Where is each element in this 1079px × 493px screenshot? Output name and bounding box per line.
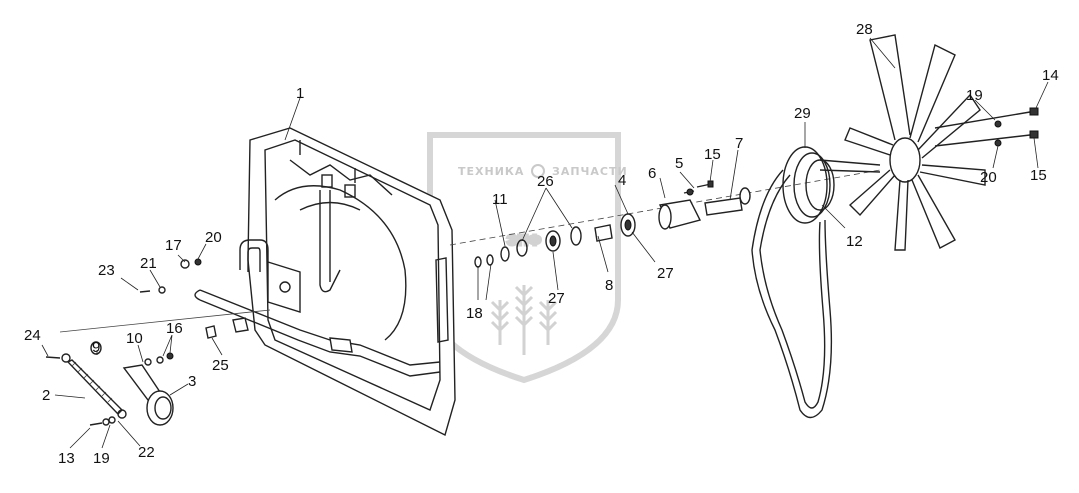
wheat-icon (490, 285, 558, 355)
callout-labels: 1 2 3 4 5 6 7 8 9 10 11 12 13 14 15 15 1… (24, 21, 1059, 467)
callout-21: 21 (140, 255, 157, 272)
callout-20-frame: 20 (205, 229, 222, 246)
callout-22: 22 (138, 444, 155, 461)
callout-25: 25 (212, 357, 229, 374)
callout-9: 9 (92, 339, 100, 356)
gear-icon (531, 164, 545, 178)
callout-11: 11 (492, 191, 508, 208)
callout-28: 28 (856, 21, 873, 38)
callout-13: 13 (58, 450, 75, 467)
callout-1: 1 (296, 85, 304, 102)
callout-27-right: 27 (657, 265, 674, 282)
callout-29: 29 (794, 105, 811, 122)
watermark-text-left: ТЕХНИКА (458, 165, 524, 178)
watermark-text-right: ЗАПЧАСТИ (552, 165, 628, 178)
callout-15-shaft: 15 (704, 146, 721, 163)
belt-pulley (751, 146, 835, 419)
callout-18: 18 (466, 305, 483, 322)
callout-15-fan: 15 (1030, 167, 1047, 184)
callout-24: 24 (24, 327, 41, 344)
callout-17: 17 (165, 237, 182, 254)
callout-5: 5 (675, 155, 683, 172)
callout-3: 3 (188, 373, 196, 390)
tube-frame (194, 190, 441, 377)
callout-26: 26 (537, 173, 554, 190)
shaft-bolts (683, 180, 714, 196)
tensioner-assembly (45, 258, 271, 426)
callout-2: 2 (42, 387, 50, 404)
fan-shroud (247, 127, 456, 437)
callout-14: 14 (1042, 67, 1059, 84)
cooling-fan (819, 34, 1039, 251)
callout-23: 23 (98, 262, 115, 279)
callout-16: 16 (166, 320, 183, 337)
watermark: ТЕХНИКА ЗАПЧАСТИ ЭПФ (427, 132, 628, 384)
shaft-assembly (449, 169, 881, 268)
callout-4: 4 (618, 172, 626, 189)
callout-7: 7 (735, 135, 743, 152)
leader-lines (41, 37, 1049, 449)
callout-10: 10 (126, 330, 143, 347)
callout-19-tensioner: 19 (93, 450, 110, 467)
callout-27-lower: 27 (548, 290, 565, 307)
callout-19-fan: 19 (966, 87, 983, 104)
callout-8: 8 (605, 277, 613, 294)
callout-12: 12 (846, 233, 863, 250)
callout-20-fan: 20 (980, 169, 997, 186)
callout-6: 6 (648, 165, 656, 182)
